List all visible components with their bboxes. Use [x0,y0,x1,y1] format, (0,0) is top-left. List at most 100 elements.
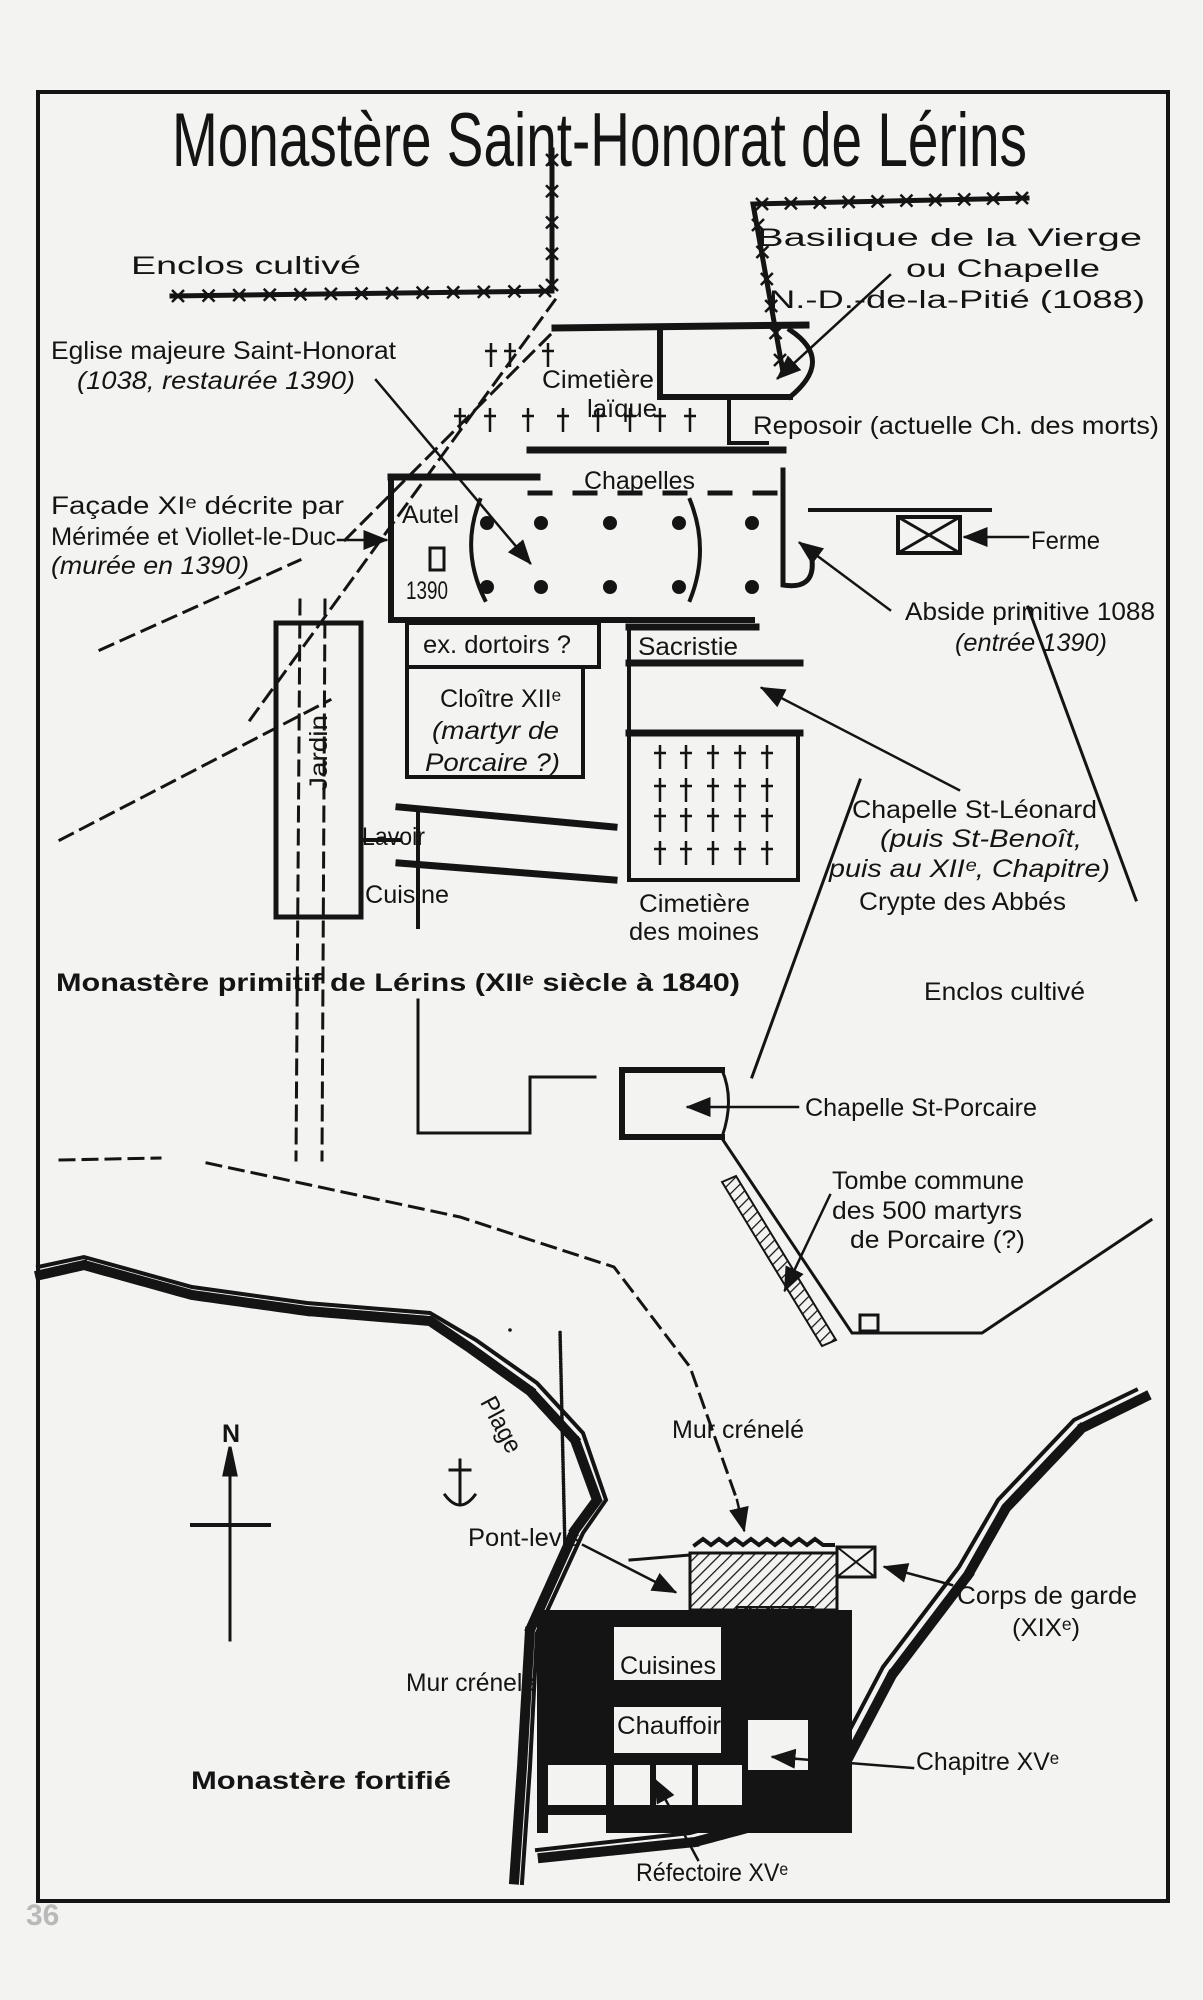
beach-dot [561,1457,565,1462]
fence-x-mark [784,196,798,211]
tomb-commune [720,1174,838,1348]
beach-dot [561,1484,566,1489]
fence-x-mark [986,191,1000,206]
label-mur-crenele-2: Mur crénelé [406,1669,536,1697]
label-corps-garde-1: Corps de garde [957,1582,1137,1610]
cross-icon [734,778,746,802]
coastline [34,1254,1152,1889]
cross-icon [680,841,692,865]
map-title: Monastère Saint-Honorat de Lérins [172,98,1027,183]
cemetery-crosses [454,343,773,865]
beach-dot [560,1406,564,1410]
fence-x-mark [545,246,559,261]
cross-icon [454,408,466,432]
fence-x-mark [768,326,783,340]
beach-dot [561,1472,566,1476]
cross-icon [761,841,773,865]
label-plage: Plage [474,1392,527,1458]
label-facade-2: Mérimée et Viollet-le-Duc [51,523,336,551]
label-reposoir: Reposoir (actuelle Ch. des morts) [753,412,1159,440]
cross-icon [522,408,534,432]
label-autel: Autel [402,501,459,529]
label-tombe-3: de Porcaire (?) [850,1226,1025,1254]
beach-dot [560,1448,565,1452]
label-corps-garde-2: (XIXᵉ) [1012,1614,1080,1642]
dashed-paths [57,297,739,1502]
label-chapelles: Chapelles [584,467,695,495]
pillar-dot [672,580,686,594]
cross-icon [654,745,666,769]
cross-icon [485,343,497,367]
fence-x-mark [201,288,216,303]
label-leonard-1: Chapelle St-Léonard [852,796,1097,824]
beach-dot [561,1492,566,1496]
church-complex [273,321,992,929]
label-leonard-3: puis au XIIᵉ, Chapitre) [828,855,1110,883]
label-cimetiere-moines-2: des moines [629,918,759,946]
fence-x-mark [870,194,885,209]
label-basilique-3: N.-D.-de-la-Pitié (1088) [769,286,1145,314]
cross-icon [484,408,496,432]
beach-dot [558,1360,563,1364]
cross-icon [680,808,692,832]
label-leonard-4: Crypte des Abbés [859,888,1066,916]
beach-dot [561,1452,565,1457]
section-title-primitive: Monastère primitif de Lérins (XIIᵉ siècl… [56,969,740,997]
cross-icon [707,808,719,832]
beach-dot [562,1536,567,1540]
beach-dot [508,1328,512,1332]
cross-icon [680,778,692,802]
beach-dot [563,1540,567,1545]
fence-x-mark [171,289,185,303]
anchor-icon [442,1458,478,1507]
cross-icon [654,841,666,865]
beach-dot [560,1426,564,1430]
beach-dot [561,1465,565,1469]
map-frame [36,90,1170,1903]
pillar-dot [603,580,617,594]
fence-x-mark [751,218,765,232]
label-leonard-2: (puis St-Benoît, [880,825,1082,853]
beach-dot [559,1399,564,1403]
label-refectoire: Réfectoire XVᵉ [636,1859,788,1887]
beach-dot [558,1355,563,1359]
label-cuisines: Cuisines [620,1652,716,1680]
fence-x-mark [755,245,770,259]
beach-dot [558,1333,562,1337]
enclosure-lines [416,605,1154,1335]
beach-dot [562,1523,567,1528]
cross-icon [557,408,569,432]
label-sacristie: Sacristie [638,633,738,661]
beach-dot [562,1531,567,1535]
fence-x-mark [1015,191,1029,205]
fence-x-mark [545,184,559,199]
beach-dot [559,1386,564,1391]
cross-icon [654,778,666,802]
label-dortoirs: ex. dortoirs ? [423,631,571,659]
pillar-dot [672,516,686,530]
label-porcaire: Chapelle St-Porcaire [805,1094,1037,1122]
pillar-dot [480,580,494,594]
cross-icon [707,841,719,865]
label-cuisine: Cuisine [365,881,449,909]
beach-dot [559,1367,563,1371]
fence-x-mark [232,288,247,303]
beach-dots [508,1328,567,1550]
cross-icon [504,343,516,367]
label-autel-year: 1390 [406,577,448,605]
label-facade-1: Façade XIᵉ décrite par [51,492,344,520]
beach-dot [562,1496,566,1501]
label-enclos-cultive-right: Enclos cultivé [924,978,1085,1006]
fence-x-mark [899,193,914,208]
label-cimetiere-moines-1: Cimetière [639,890,750,918]
label-cloitre-3: Porcaire ?) [425,749,560,777]
label-basilique-2: ou Chapelle [906,255,1100,283]
cross-icon [707,745,719,769]
fence-x-marks [171,153,1029,367]
fence-x-mark [545,215,559,230]
pillar-dot [480,516,494,530]
beach-dot [561,1487,566,1491]
pillar-dot [534,516,548,530]
